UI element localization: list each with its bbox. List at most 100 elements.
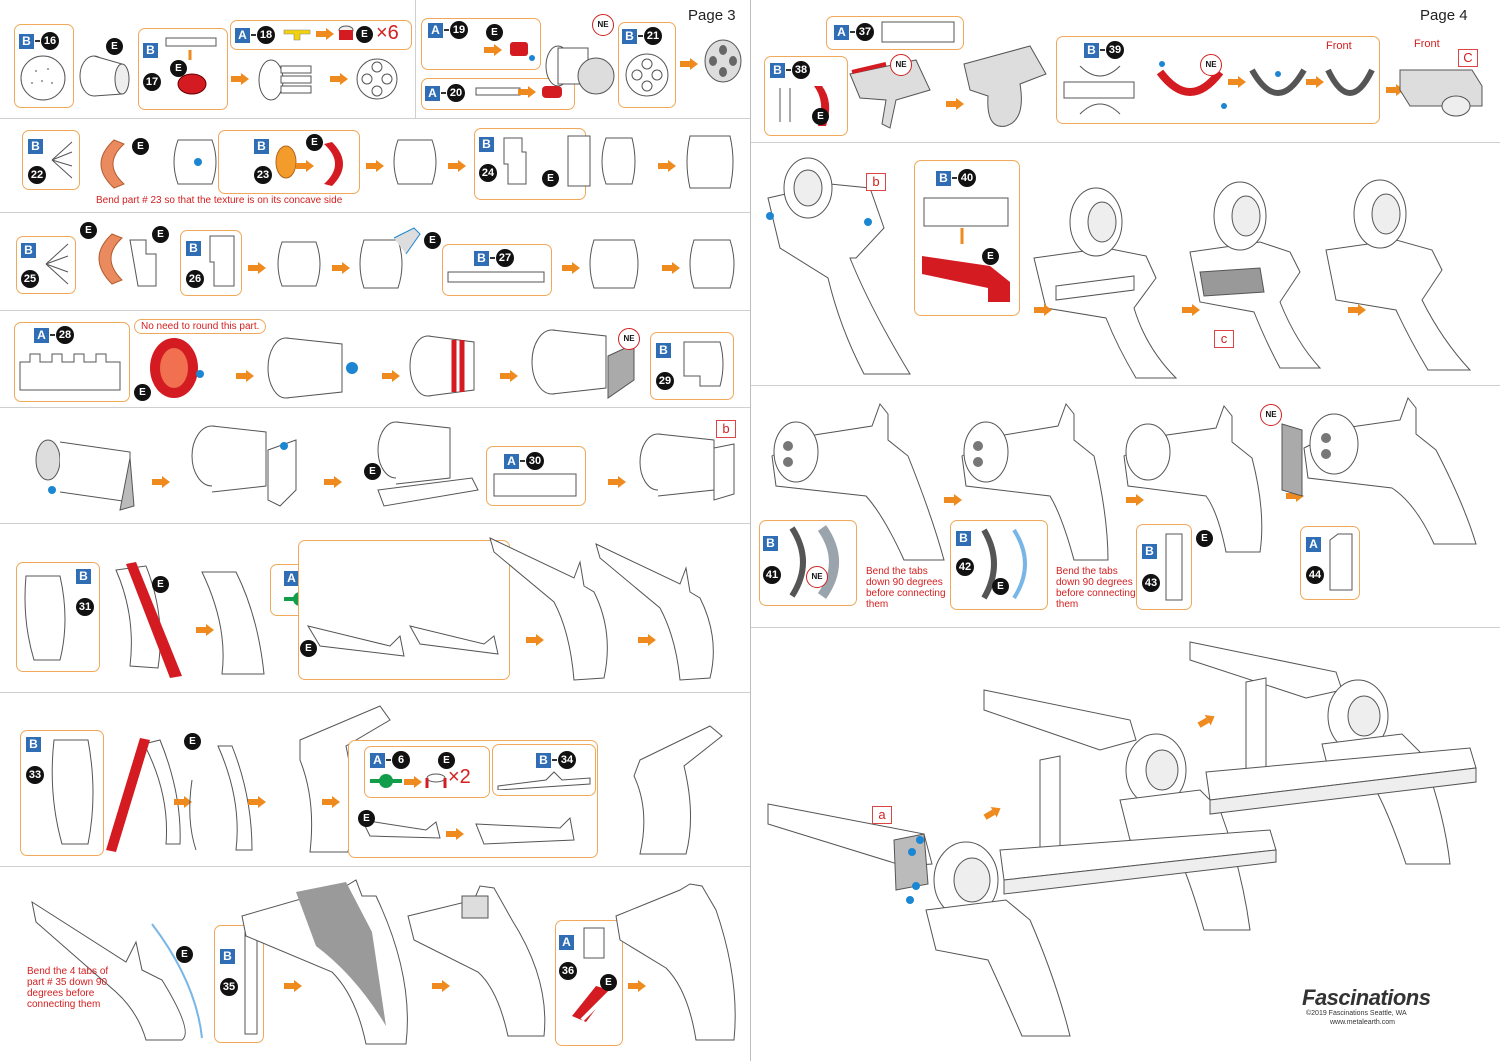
frame-grip-35 bbox=[31, 900, 203, 1041]
frame-grip-36-result bbox=[615, 883, 736, 1041]
part-34-strip bbox=[497, 771, 591, 790]
barrel-assembly-a bbox=[767, 803, 933, 891]
cylinder-front-disc bbox=[35, 439, 135, 511]
row-separator bbox=[751, 627, 1500, 628]
part-24-frame bbox=[503, 137, 527, 185]
part-20-roll bbox=[542, 86, 562, 98]
part-number: 26 bbox=[186, 270, 204, 288]
website-link[interactable]: www.metalearth.com bbox=[1330, 1019, 1395, 1026]
step-24-group bbox=[474, 128, 586, 200]
row-separator bbox=[0, 118, 750, 119]
sheet-b-label: B bbox=[1084, 42, 1099, 58]
cylinder-with-plate bbox=[531, 329, 635, 399]
grip-red-strip bbox=[115, 562, 182, 678]
note-bend-part-23: Bend part # 23 so that the texture is on… bbox=[96, 195, 343, 206]
part-39-frame bbox=[1063, 65, 1135, 115]
ne-badge: NE bbox=[618, 328, 640, 350]
revolver-final-display bbox=[1189, 641, 1477, 865]
sheet-b-label: B bbox=[254, 138, 269, 154]
part-6-rolled bbox=[425, 773, 447, 788]
frame-join-32 bbox=[306, 625, 405, 657]
sheet-b-label: B bbox=[474, 250, 489, 266]
drum-assembly bbox=[393, 139, 437, 185]
grip-red-strip-33 bbox=[106, 738, 181, 852]
part-6-green bbox=[370, 774, 402, 788]
ne-badge: NE bbox=[806, 566, 828, 588]
part-number: 42 bbox=[956, 558, 974, 576]
part-number: 23 bbox=[254, 166, 272, 184]
frame-join-34-result bbox=[475, 816, 575, 845]
part-36-rolled bbox=[572, 986, 612, 1022]
row-separator bbox=[0, 212, 750, 213]
sheet-a-label: A bbox=[1306, 536, 1321, 552]
ne-badge: NE bbox=[890, 54, 912, 76]
e-badge: E bbox=[424, 232, 441, 249]
part-number: 31 bbox=[76, 598, 94, 616]
part-25-curved-orange bbox=[98, 233, 123, 285]
assembly-label-a: a bbox=[872, 806, 892, 824]
revolver-assembly-b bbox=[766, 157, 911, 375]
part-number: 16 bbox=[41, 32, 59, 50]
frame-join-34 bbox=[361, 819, 441, 839]
e-badge: E bbox=[600, 974, 617, 991]
step-31-tag: B bbox=[76, 568, 91, 584]
e-badge: E bbox=[134, 384, 151, 401]
e-badge: E bbox=[1196, 530, 1213, 547]
revolver-step-42 bbox=[961, 402, 1109, 561]
part-20-strip bbox=[475, 87, 521, 96]
guard-curve bbox=[1249, 68, 1307, 96]
e-badge: E bbox=[152, 576, 169, 593]
part-number: 20 bbox=[447, 84, 465, 102]
step-43-tag: B bbox=[1142, 543, 1157, 559]
part-27-strip bbox=[447, 271, 545, 283]
sheet-a-label: A bbox=[428, 22, 443, 38]
revolver-step-41 bbox=[771, 402, 945, 561]
part-number: 37 bbox=[856, 23, 874, 41]
note-bend-part-42: Bend the tabs down 90 degrees before con… bbox=[1056, 566, 1136, 610]
part-number: 38 bbox=[792, 61, 810, 79]
part-number: 40 bbox=[958, 169, 976, 187]
part-19-roll bbox=[510, 42, 535, 61]
frame-grip-assembly bbox=[489, 537, 608, 681]
part-17-strip bbox=[165, 37, 217, 95]
front-label: Front bbox=[1414, 38, 1440, 50]
row-separator-vertical bbox=[415, 0, 416, 118]
sheet-a-label: A bbox=[284, 570, 299, 586]
part-number: 43 bbox=[1142, 574, 1160, 592]
e-badge: E bbox=[170, 60, 187, 77]
sheet-a-label: A bbox=[370, 752, 385, 768]
brand-logo: Fascinations bbox=[1302, 985, 1431, 1010]
revolver-with-c-part bbox=[1189, 181, 1322, 369]
sheet-b-label: B bbox=[220, 948, 235, 964]
row-separator bbox=[0, 310, 750, 311]
part-number: 29 bbox=[656, 372, 674, 390]
revolver-complete bbox=[1303, 396, 1477, 545]
e-badge: E bbox=[364, 463, 381, 480]
sheet-b-label: B bbox=[479, 136, 494, 152]
cylinder-with-base bbox=[377, 421, 479, 507]
part-number: 22 bbox=[28, 166, 46, 184]
part-33-grip bbox=[51, 739, 94, 845]
revolver-frame-result bbox=[1325, 179, 1472, 371]
part-16-disc bbox=[20, 55, 66, 101]
part-number: 30 bbox=[526, 452, 544, 470]
part-29-plate bbox=[683, 341, 724, 387]
cylinder-rear-disc bbox=[704, 39, 742, 83]
e-badge: E bbox=[356, 26, 373, 43]
part-18-red-roll bbox=[338, 25, 354, 40]
step-36-tag: A bbox=[559, 934, 574, 950]
step-41-group bbox=[759, 520, 857, 606]
part-number: 18 bbox=[257, 26, 275, 44]
part-28-red-band bbox=[150, 338, 204, 398]
part-number: 27 bbox=[496, 249, 514, 267]
frame-grip-result-34 bbox=[633, 725, 723, 855]
cylinder-part bbox=[79, 55, 130, 97]
sheet-a-label: A bbox=[834, 24, 849, 40]
part-number: 25 bbox=[21, 270, 39, 288]
note-bend-part-41: Bend the tabs down 90 degrees before con… bbox=[866, 566, 946, 610]
assembly-label-c: c bbox=[1214, 330, 1234, 348]
sheet-b-label: B bbox=[21, 242, 36, 258]
